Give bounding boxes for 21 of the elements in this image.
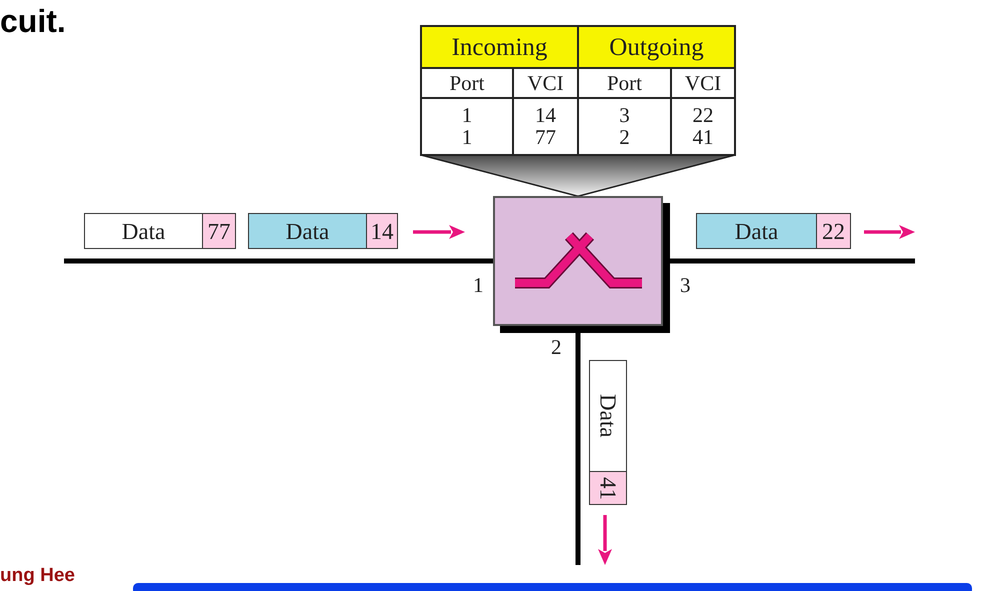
vci-section: 77 bbox=[202, 214, 235, 248]
table-cell: 1 bbox=[420, 125, 514, 156]
table-header: Outgoing bbox=[577, 25, 736, 69]
port-number: 3 bbox=[680, 275, 690, 296]
port-number: 2 bbox=[551, 337, 562, 358]
data-frame bbox=[696, 213, 851, 249]
vci-section: 22 bbox=[816, 214, 850, 248]
data-frame bbox=[248, 213, 398, 249]
data-frame bbox=[84, 213, 236, 249]
payload-section: Data bbox=[249, 214, 366, 248]
table-header: Incoming bbox=[420, 25, 579, 69]
data-frame bbox=[589, 360, 627, 505]
slide-title: cuit. bbox=[0, 3, 66, 40]
footer-text: ung Hee bbox=[0, 565, 75, 587]
transmission-line bbox=[64, 258, 493, 264]
payload-section: Data bbox=[697, 214, 816, 248]
vci-section: 41 bbox=[590, 471, 626, 504]
port-number: 1 bbox=[473, 275, 484, 296]
callout-triangle bbox=[421, 155, 735, 196]
vci-section: 14 bbox=[366, 214, 397, 248]
table-cell: 41 bbox=[670, 125, 736, 156]
